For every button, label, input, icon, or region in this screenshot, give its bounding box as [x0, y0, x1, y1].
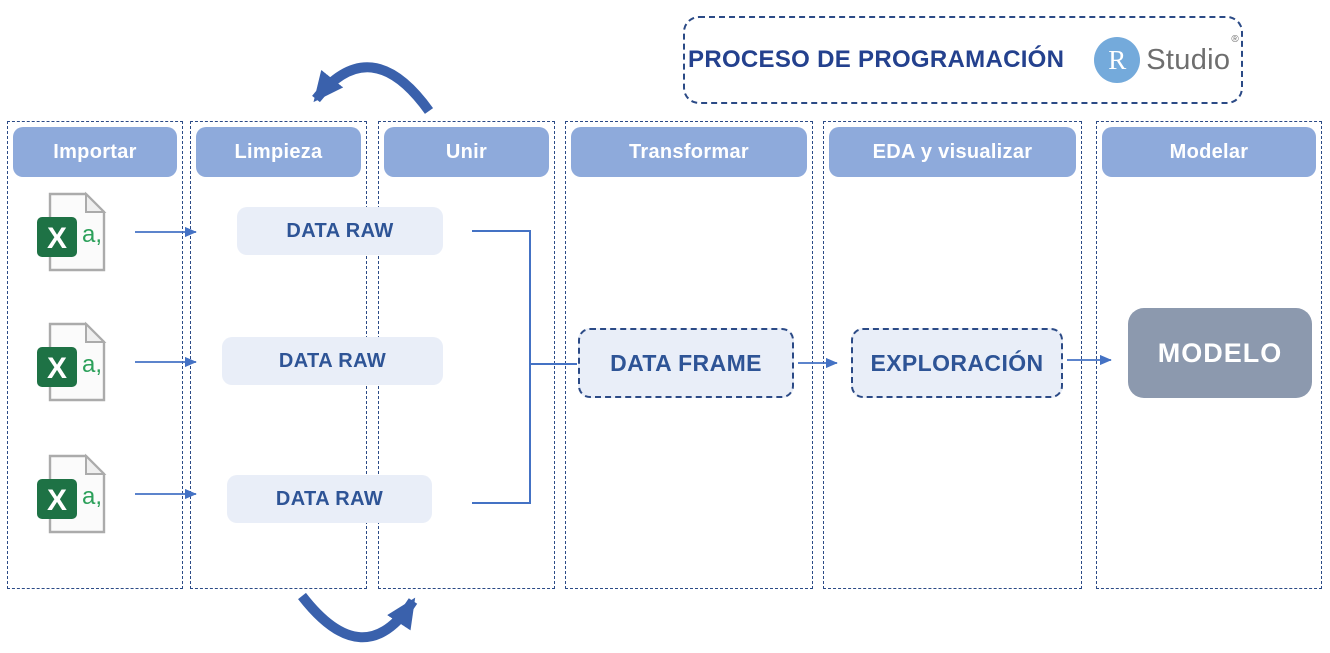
column-header-modelar: Modelar — [1102, 127, 1316, 177]
column-transformar: Transformar — [565, 121, 813, 589]
title-box: PROCESO DE PROGRAMACIÓN R Studio® — [683, 16, 1243, 104]
data-raw-box: DATA RAW — [227, 475, 432, 523]
column-header-importar: Importar — [13, 127, 177, 177]
data-frame-node: DATA FRAME — [578, 328, 794, 398]
modelo-node: MODELO — [1128, 308, 1312, 398]
excel-file-icon: X a, — [37, 191, 107, 272]
column-header-eda: EDA y visualizar — [829, 127, 1076, 177]
data-raw-box: DATA RAW — [237, 207, 443, 255]
iteration-curved-arrow-top-icon — [312, 62, 434, 114]
excel-x-letter: X — [47, 222, 67, 255]
file-text-snippet: a, — [82, 221, 102, 248]
column-header-transformar: Transformar — [571, 127, 807, 177]
column-header-unir: Unir — [384, 127, 549, 177]
rstudio-wordmark: Studio® — [1146, 34, 1238, 77]
registered-mark: ® — [1231, 33, 1239, 45]
excel-x-letter: X — [47, 352, 67, 385]
data-raw-box: DATA RAW — [222, 337, 443, 385]
file-text-snippet: a, — [82, 351, 102, 378]
iteration-curved-arrow-bottom-icon — [298, 592, 418, 643]
column-header-limpieza: Limpieza — [196, 127, 361, 177]
file-text-snippet: a, — [82, 483, 102, 510]
column-importar: Importar — [7, 121, 183, 589]
excel-file-icon: X a, — [37, 321, 107, 402]
excel-x-letter: X — [47, 484, 67, 517]
rstudio-studio-text: Studio — [1146, 43, 1231, 76]
rstudio-r-icon: R — [1094, 37, 1141, 83]
excel-file-icon: X a, — [37, 453, 107, 534]
rstudio-logo: R Studio® — [1094, 34, 1239, 83]
column-modelar: Modelar — [1096, 121, 1322, 589]
page-title: PROCESO DE PROGRAMACIÓN — [688, 46, 1065, 73]
column-eda: EDA y visualizar — [823, 121, 1082, 589]
exploracion-node: EXPLORACIÓN — [851, 328, 1063, 398]
